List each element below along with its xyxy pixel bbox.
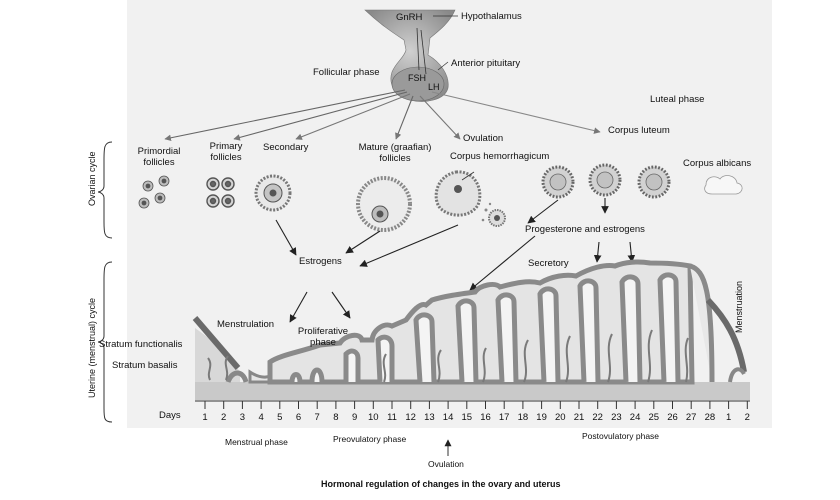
day-tick-label: 18 — [517, 412, 529, 423]
mature-follicle-illustration — [356, 176, 412, 232]
postovulatory-phase-label: Postovulatory phase — [582, 431, 660, 441]
primordial-follicles-illustration — [138, 175, 170, 209]
day-tick-label: 4 — [258, 412, 264, 423]
corpus-luteum-label: Corpus luteum — [608, 125, 670, 136]
uterine-cycle-label: Uterine (menstrual) cycle — [87, 297, 97, 398]
day-tick-label: 17 — [498, 412, 510, 423]
stratum-functionalis-label: Stratum functionalis — [99, 339, 183, 350]
secondary-label: Secondary — [263, 142, 309, 153]
menstruation-label: Menstruation — [734, 280, 744, 333]
day-tick-label: 1 — [202, 412, 208, 423]
day-tick-label: 23 — [611, 412, 622, 423]
gnrh-label: GnRH — [396, 12, 423, 23]
corpus-luteum-illustration — [541, 163, 671, 199]
day-tick-label: 14 — [442, 412, 454, 423]
lh-label: LH — [428, 82, 440, 92]
menstrual-phase-label: Menstrual phase — [225, 437, 288, 447]
day-tick-label: 19 — [536, 412, 547, 423]
day-tick-label: 9 — [351, 412, 358, 423]
day-tick-label: 3 — [239, 412, 246, 423]
day-tick-label: 21 — [573, 412, 585, 423]
day-tick-label: 16 — [480, 412, 491, 423]
primary-follicles-illustration — [206, 177, 235, 208]
day-tick-label: 28 — [704, 412, 716, 423]
day-tick-label: 22 — [592, 412, 603, 423]
estrogens-label: Estrogens — [299, 256, 342, 267]
day-tick-label: 5 — [277, 412, 283, 423]
day-tick-label: 2 — [221, 412, 227, 423]
secondary-follicle-illustration — [254, 174, 292, 212]
stratum-basalis-label: Stratum basalis — [112, 360, 178, 371]
corpus-albicans-label: Corpus albicans — [683, 158, 752, 169]
day-tick-label: 8 — [333, 412, 339, 423]
day-tick-label: 13 — [424, 412, 435, 423]
fsh-label: FSH — [408, 73, 426, 83]
day-tick-label: 15 — [461, 412, 473, 423]
menstrulation-label: Menstrulation — [217, 319, 275, 330]
corpus-albicans-illustration — [704, 175, 743, 195]
day-tick-label: 1 — [725, 412, 732, 423]
hormone-arrows — [164, 89, 601, 142]
secretory-label: Secretory — [528, 258, 569, 269]
day-tick-label: 6 — [295, 412, 302, 423]
estrogen-arrows — [275, 198, 636, 323]
progesterone-estrogens-label: Progesterone and estrogens — [525, 224, 645, 235]
proliferative-phase-label: Proliferative phase — [297, 326, 349, 348]
day-tick-label: 12 — [405, 412, 416, 423]
day-tick-label: 10 — [368, 412, 379, 423]
days-label: Days — [159, 410, 181, 421]
hypothalamus-label: Hypothalamus — [461, 11, 522, 22]
mature-follicles-label: Mature (graafian) follicles — [358, 142, 432, 164]
ovarian-cycle-label: Ovarian cycle — [87, 151, 97, 206]
preovulatory-phase-label: Preovulatory phase — [333, 434, 407, 444]
caption: Hormonal regulation of changes in the ov… — [321, 479, 561, 489]
primordial-follicles-label: Primordial follicles — [137, 146, 181, 168]
day-tick-label: 11 — [387, 412, 397, 423]
days-axis — [195, 400, 750, 409]
day-tick-label: 7 — [314, 412, 320, 423]
day-tick-label: 27 — [685, 412, 697, 423]
corpus-hemorrhagicum-label: Corpus hemorrhagicum — [450, 151, 550, 162]
ovulating-follicle-illustration — [434, 170, 506, 227]
day-tick-label: 24 — [629, 412, 641, 423]
follicular-phase-label: Follicular phase — [313, 67, 380, 78]
endometrium-illustration — [192, 259, 750, 400]
primary-follicles-label: Primary follicles — [209, 141, 243, 163]
anterior-pituitary-label: Anterior pituitary — [451, 58, 521, 69]
day-tick-label: 2 — [744, 412, 750, 423]
day-tick-label: 25 — [648, 412, 660, 423]
ovulation-label: Ovulation — [463, 133, 504, 144]
ovulation-marker-label: Ovulation — [428, 459, 464, 469]
day-tick-label: 26 — [667, 412, 678, 423]
day-tick-label: 20 — [555, 412, 566, 423]
cycle-brackets — [97, 141, 113, 423]
luteal-phase-label: Luteal phase — [650, 94, 705, 105]
